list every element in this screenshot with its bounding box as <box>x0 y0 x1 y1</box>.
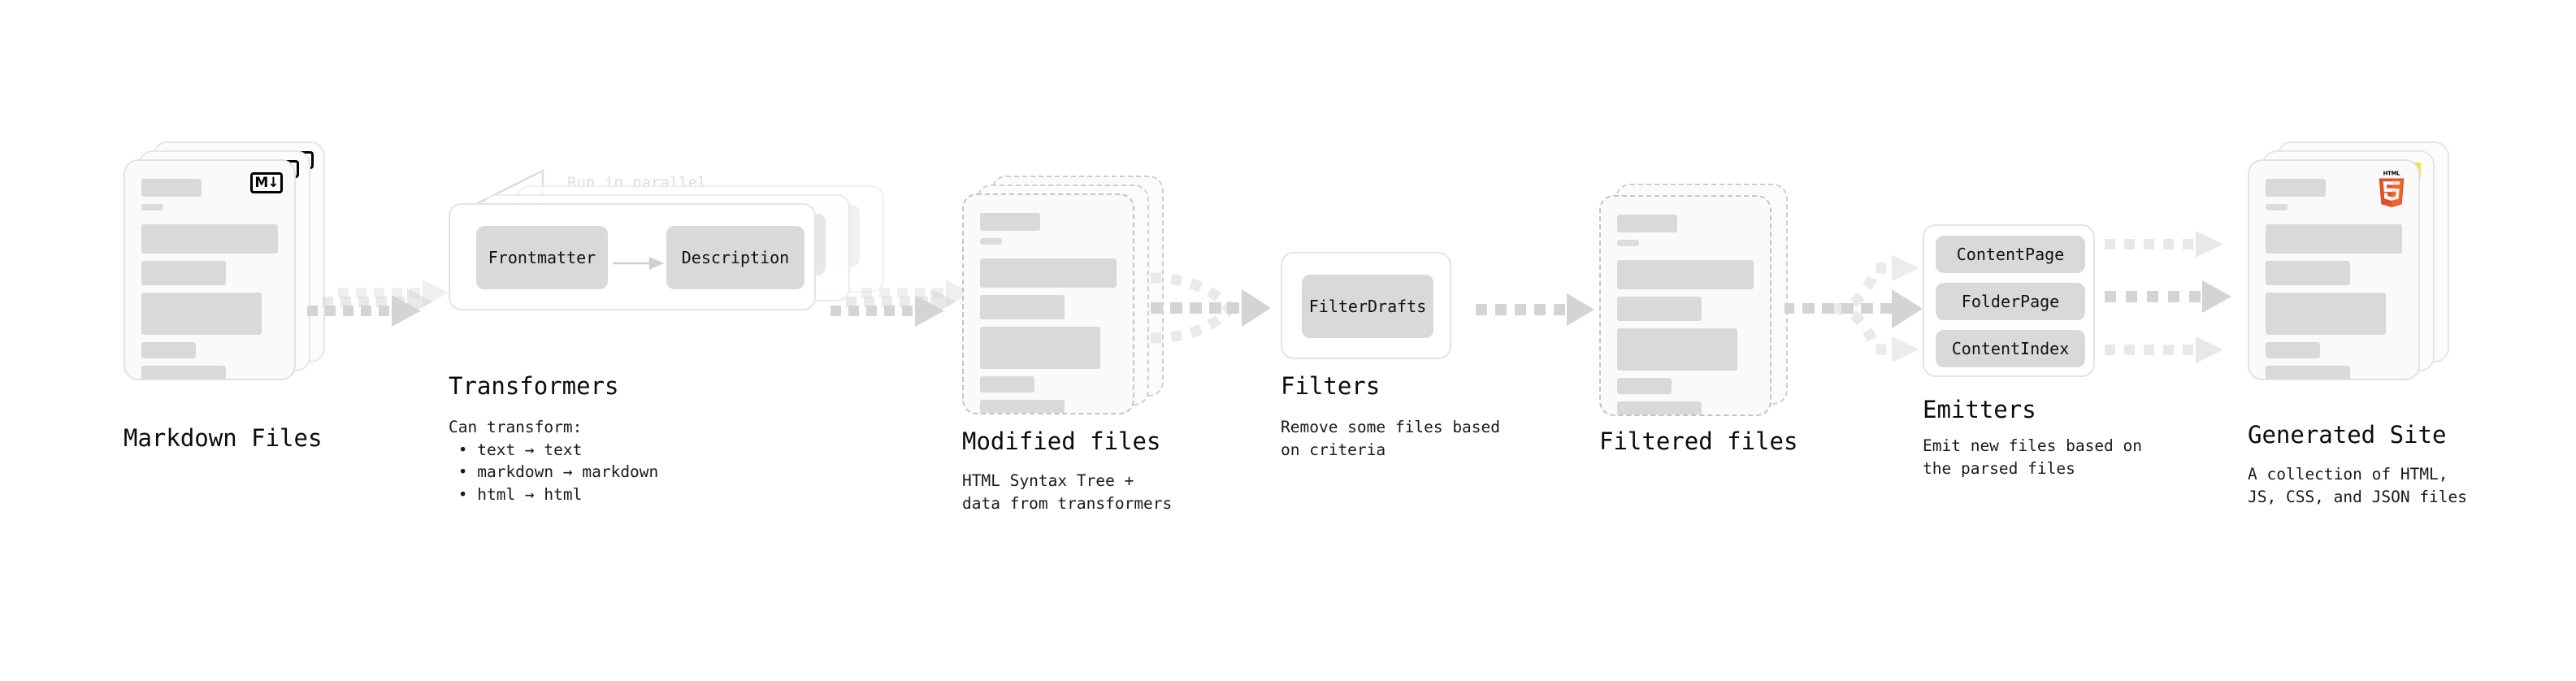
connector-markdown-to-transformers <box>307 273 449 354</box>
transformer-pill-label: Description <box>681 248 790 267</box>
stacked-arrow-icon <box>307 280 449 327</box>
stage-description-modified-files: HTML Syntax Tree + data from transformer… <box>962 471 1173 513</box>
stage-title-generated-site: Generated Site <box>2248 421 2447 449</box>
html5-badge-icon: HTML <box>2379 171 2405 208</box>
stage-description-transformers: Can transform: • text → text • markdown … <box>449 418 659 505</box>
dotted-arrow-icon <box>1476 293 1594 326</box>
svg-text:HTML: HTML <box>2383 171 2400 177</box>
placeholder-bar <box>980 238 1002 245</box>
connector-filtered-to-emitters <box>1785 236 1928 382</box>
placeholder-bar <box>2266 293 2386 335</box>
filter-pill-label: FilterDrafts <box>1308 297 1427 316</box>
connector-emitters-to-site <box>2105 229 2256 375</box>
placeholder-bar <box>141 224 278 254</box>
placeholder-bar <box>141 179 202 197</box>
placeholder-bar <box>1617 215 1677 232</box>
emitter-pill-label: FolderPage <box>1961 292 2060 311</box>
placeholder-bar <box>980 213 1040 231</box>
placeholder-bar <box>980 258 1117 288</box>
stage-title-filtered-files: Filtered files <box>1599 427 1798 455</box>
connector-transformers-to-modified <box>830 273 972 354</box>
placeholder-bar <box>980 295 1065 319</box>
placeholder-bar <box>1617 260 1754 289</box>
placeholder-bar <box>2266 224 2402 254</box>
stage-description-emitters: Emit new files based on the parsed files <box>1923 436 2143 478</box>
transformer-flow-arrow-icon <box>613 257 665 270</box>
stage-description-filters: Remove some files based on criteria <box>1281 418 1501 459</box>
connector-modified-to-filters <box>1144 260 1282 366</box>
placeholder-bar <box>980 327 1100 369</box>
dotted-arrow-fanout-icon <box>2105 231 2231 363</box>
placeholder-bar <box>2266 342 2321 358</box>
stage-title-markdown-files: Markdown Files <box>124 424 323 452</box>
transformer-pill-description[interactable]: Description <box>666 226 804 289</box>
card-placeholder-content <box>125 161 294 379</box>
placeholder-bar <box>1617 378 1672 394</box>
transformer-pill-frontmatter[interactable]: Frontmatter <box>476 226 608 289</box>
placeholder-bar <box>980 400 1065 413</box>
filtered-card-front <box>1599 195 1772 416</box>
stacked-arrow-icon <box>830 280 972 327</box>
placeholder-bar <box>2266 261 2351 285</box>
card-placeholder-content <box>964 195 1133 413</box>
diverging-arrow-icon <box>1785 255 1923 362</box>
placeholder-bar <box>141 204 163 210</box>
stage-description-generated-site: A collection of HTML, JS, CSS, and JSON … <box>2248 465 2468 506</box>
markdown-card-front: M↓ <box>124 159 296 380</box>
stage-title-filters: Filters <box>1281 372 1381 400</box>
placeholder-bar <box>141 261 227 285</box>
emitter-pill-contentpage[interactable]: ContentPage <box>1936 236 2085 273</box>
stage-title-transformers: Transformers <box>449 372 619 400</box>
converging-arrow-icon <box>1150 272 1271 344</box>
placeholder-bar <box>1617 401 1702 414</box>
placeholder-bar <box>2266 204 2288 210</box>
modified-card-front <box>962 193 1134 414</box>
placeholder-bar <box>141 342 197 358</box>
placeholder-bar <box>1617 297 1702 321</box>
transformer-pill-label: Frontmatter <box>488 248 596 267</box>
filters-box: FilterDrafts <box>1281 252 1451 359</box>
emitter-pill-label: ContentPage <box>1956 245 2065 264</box>
placeholder-bar <box>1617 328 1737 371</box>
connector-filters-to-filtered <box>1476 289 1598 330</box>
transformer-box-front: Frontmatter Description <box>449 203 816 310</box>
placeholder-bar <box>980 376 1035 393</box>
placeholder-bar <box>2266 179 2326 197</box>
stage-title-modified-files: Modified files <box>962 427 1161 455</box>
emitter-pill-contentindex[interactable]: ContentIndex <box>1936 330 2085 367</box>
placeholder-bar <box>141 293 262 335</box>
filter-pill-filterdrafts[interactable]: FilterDrafts <box>1302 275 1433 338</box>
site-card-front: HTML <box>2248 159 2420 380</box>
placeholder-bar <box>1617 240 1639 246</box>
card-placeholder-content <box>1601 197 1770 414</box>
markdown-badge: M↓ <box>250 172 283 193</box>
placeholder-bar <box>141 366 227 379</box>
placeholder-bar <box>2266 366 2351 379</box>
card-placeholder-content <box>2249 161 2418 379</box>
emitter-pill-folderpage[interactable]: FolderPage <box>1936 283 2085 320</box>
emitters-box: ContentPage FolderPage ContentIndex <box>1923 224 2095 377</box>
emitter-pill-label: ContentIndex <box>1951 339 2070 358</box>
stage-title-emitters: Emitters <box>1923 396 2036 423</box>
